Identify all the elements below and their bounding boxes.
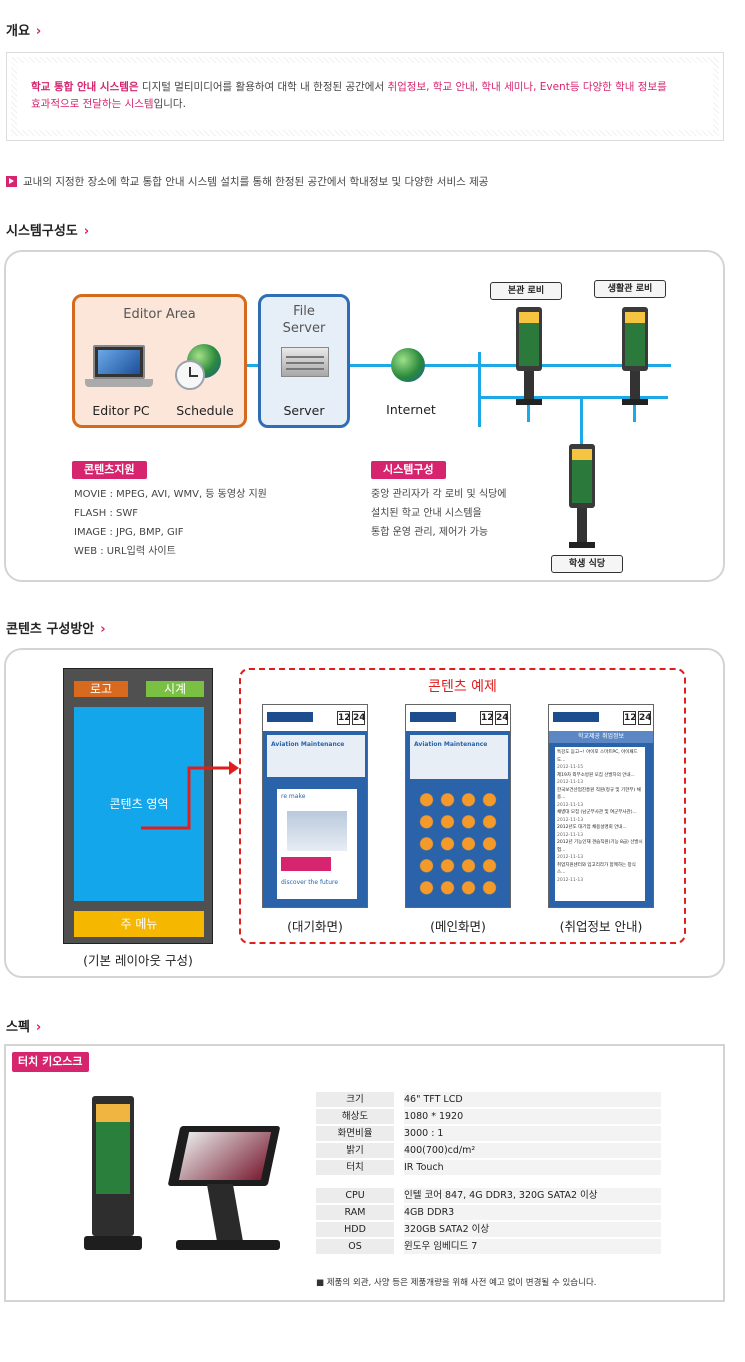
server-icon bbox=[281, 347, 329, 377]
chevron-right-icon: › bbox=[35, 1020, 42, 1035]
spec-note: ■ 제품의 외관, 사양 등은 제품개량을 위해 사전 예고 없이 변경될 수 … bbox=[316, 1278, 597, 1288]
layout-caption: (기본 레이아웃 구성) bbox=[83, 953, 193, 968]
kiosk-label-main-lobby: 본관 로비 bbox=[490, 282, 562, 300]
job-info-screen-shot: 12 24 학교제공 취업정보 특강도 듣고~! 아이포 스마트PC, 아이패드… bbox=[548, 704, 654, 908]
logo-tile: 로고 bbox=[74, 681, 128, 697]
standby-caption: (대기화면) bbox=[287, 919, 343, 934]
spec-title: 스펙› bbox=[6, 1020, 42, 1035]
table-kiosk-product-image bbox=[166, 1126, 286, 1256]
chevron-right-icon: › bbox=[35, 24, 42, 39]
network-line bbox=[478, 396, 668, 399]
overview-title: 개요› bbox=[6, 24, 42, 39]
contents-example-box: 콘텐츠 예제 12 24 Aviation Maintenance re mak… bbox=[239, 668, 686, 944]
main-caption: (메인화면) bbox=[430, 919, 486, 934]
chevron-right-icon: › bbox=[100, 622, 106, 637]
bullet-icon bbox=[6, 176, 17, 187]
kiosk-product-image bbox=[84, 1096, 142, 1256]
kiosk-icon bbox=[618, 307, 652, 407]
internet-globe-icon bbox=[391, 348, 425, 382]
spec-badge: 터치 키오스크 bbox=[12, 1052, 89, 1072]
clock-icon bbox=[175, 360, 205, 390]
contents-panel: 로고 시계 콘텐츠 영역 주 메뉴 (기본 레이아웃 구성) 콘텐츠 예제 12… bbox=[4, 648, 725, 978]
job-info-caption: (취업정보 안내) bbox=[559, 919, 643, 934]
system-title: 시스템구성도› bbox=[6, 224, 90, 239]
contents-support-badge: 콘텐츠지원 bbox=[72, 461, 147, 479]
kiosk-label-cafeteria: 학생 식당 bbox=[551, 555, 623, 573]
kiosk-icon bbox=[512, 307, 546, 407]
kiosk-label-life-lobby: 생활관 로비 bbox=[594, 280, 666, 298]
overview-box: 학교 통합 안내 시스템은 디지털 멀티미디어를 활용하여 대학 내 한정된 공… bbox=[6, 52, 724, 141]
contents-support-list: MOVIE : MPEG, AVI, WMV, 등 동영상 지원 FLASH :… bbox=[74, 489, 267, 557]
chevron-right-icon: › bbox=[83, 224, 90, 239]
system-config-badge: 시스템구성 bbox=[371, 461, 446, 479]
overview-bullet: 교내의 지정한 장소에 학교 통합 안내 시스템 설치를 통해 한정된 공간에서… bbox=[6, 174, 488, 189]
content-area-tile: 콘텐츠 영역 bbox=[74, 707, 204, 901]
system-config-list: 중앙 관리자가 각 로비 및 식당에 설치된 학교 안내 시스템을 통합 운영 … bbox=[371, 489, 507, 538]
contents-title: 콘텐츠 구성방안› bbox=[6, 622, 106, 637]
main-menu-tile: 주 메뉴 bbox=[74, 911, 204, 937]
editor-area: Editor Area Editor PC Schedule bbox=[72, 294, 247, 428]
clock-tile: 시계 bbox=[146, 681, 204, 697]
laptop-icon bbox=[93, 345, 145, 379]
main-screen-shot: 12 24 Aviation Maintenance bbox=[405, 704, 511, 908]
standby-screen-shot: 12 24 Aviation Maintenance re make disco… bbox=[262, 704, 368, 908]
kiosk-icon bbox=[565, 444, 599, 550]
overview-text: 학교 통합 안내 시스템은 디지털 멀티미디어를 활용하여 대학 내 한정된 공… bbox=[17, 63, 713, 130]
basic-layout: 로고 시계 콘텐츠 영역 주 메뉴 bbox=[63, 668, 213, 944]
arrow-right-icon bbox=[141, 761, 239, 830]
